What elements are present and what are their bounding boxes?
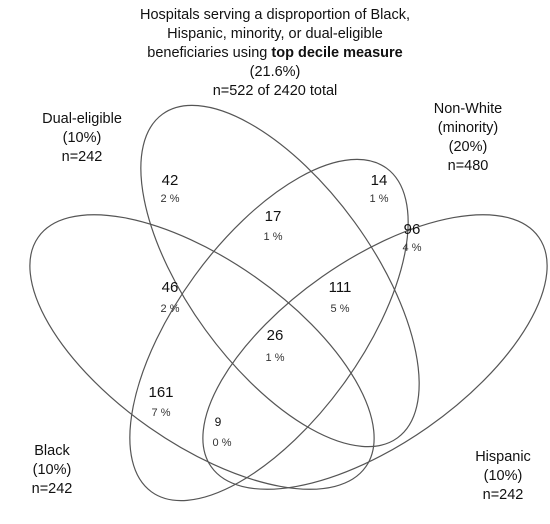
- title-line-prefix: beneficiaries using: [147, 45, 272, 61]
- region-nonwhite-only: 14 1 %: [370, 172, 389, 205]
- region-percent: 1 %: [370, 193, 389, 205]
- region-percent: 5 %: [331, 303, 350, 315]
- diagram-title: Hospitals serving a disproportion of Bla…: [0, 6, 550, 101]
- region-dual-only: 42 2 %: [161, 172, 180, 205]
- region-count: 111: [329, 279, 352, 296]
- set-name: Non-White: [433, 101, 503, 117]
- region-all-four: 26 1 %: [266, 327, 285, 364]
- label-hispanic: Hispanic (10%) n=242: [458, 448, 548, 505]
- title-line: beneficiaries using top decile measure: [0, 44, 550, 63]
- region-dual-nonwhite: 17 1 %: [264, 208, 283, 243]
- set-count: n=242: [482, 487, 524, 503]
- region-percent: 4 %: [403, 242, 422, 254]
- ellipse-hispanic: [202, 214, 548, 490]
- region-black-nonwhite: 161 7 %: [148, 384, 173, 419]
- region-nonwhite-black-hispanic: 111 5 %: [329, 279, 352, 315]
- region-count: 26: [267, 327, 284, 344]
- region-percent: 2 %: [161, 303, 180, 315]
- region-percent: 0 %: [213, 437, 232, 449]
- region-count: 14: [371, 172, 388, 189]
- set-percent: (20%): [448, 139, 488, 155]
- set-count: n=242: [61, 149, 103, 165]
- set-percent: (10%): [32, 462, 72, 478]
- ellipse-black: [29, 214, 375, 490]
- title-line-bold: top decile measure: [271, 45, 403, 61]
- region-count: 42: [162, 172, 179, 189]
- set-name: Black: [34, 443, 70, 459]
- set-name: Hispanic: [475, 449, 531, 465]
- set-name-sub: (minority): [437, 120, 499, 136]
- region-percent: 1 %: [266, 352, 285, 364]
- region-count: 9: [215, 415, 222, 429]
- label-black: Black (10%) n=242: [12, 442, 92, 499]
- label-non-white: Non-White (minority) (20%) n=480: [408, 100, 528, 176]
- region-count: 17: [265, 208, 282, 225]
- region-nonwhite-hispanic: 96 4 %: [403, 221, 422, 254]
- region-percent: 7 %: [152, 407, 171, 419]
- title-line: Hispanic, minority, or dual-eligible: [167, 26, 383, 42]
- label-dual-eligible: Dual-eligible (10%) n=242: [22, 110, 142, 167]
- set-name: Dual-eligible: [42, 111, 122, 127]
- title-line: n=522 of 2420 total: [212, 83, 338, 99]
- ellipse-non-white: [129, 158, 409, 502]
- title-line: Hospitals serving a disproportion of Bla…: [140, 7, 410, 23]
- region-count: 161: [148, 384, 173, 401]
- region-count: 96: [404, 221, 421, 238]
- region-black-nonwhite-hispanic: 9 0 %: [213, 415, 232, 449]
- set-percent: (10%): [483, 468, 523, 484]
- region-percent: 2 %: [161, 193, 180, 205]
- ellipse-dual-eligible: [140, 104, 420, 448]
- region-dual-black-nonwhite: 46 2 %: [161, 279, 180, 315]
- set-percent: (10%): [62, 130, 102, 146]
- set-count: n=242: [31, 481, 73, 497]
- set-count: n=480: [447, 158, 489, 174]
- region-percent: 1 %: [264, 231, 283, 243]
- region-count: 46: [162, 279, 179, 296]
- title-line: (21.6%): [249, 64, 301, 80]
